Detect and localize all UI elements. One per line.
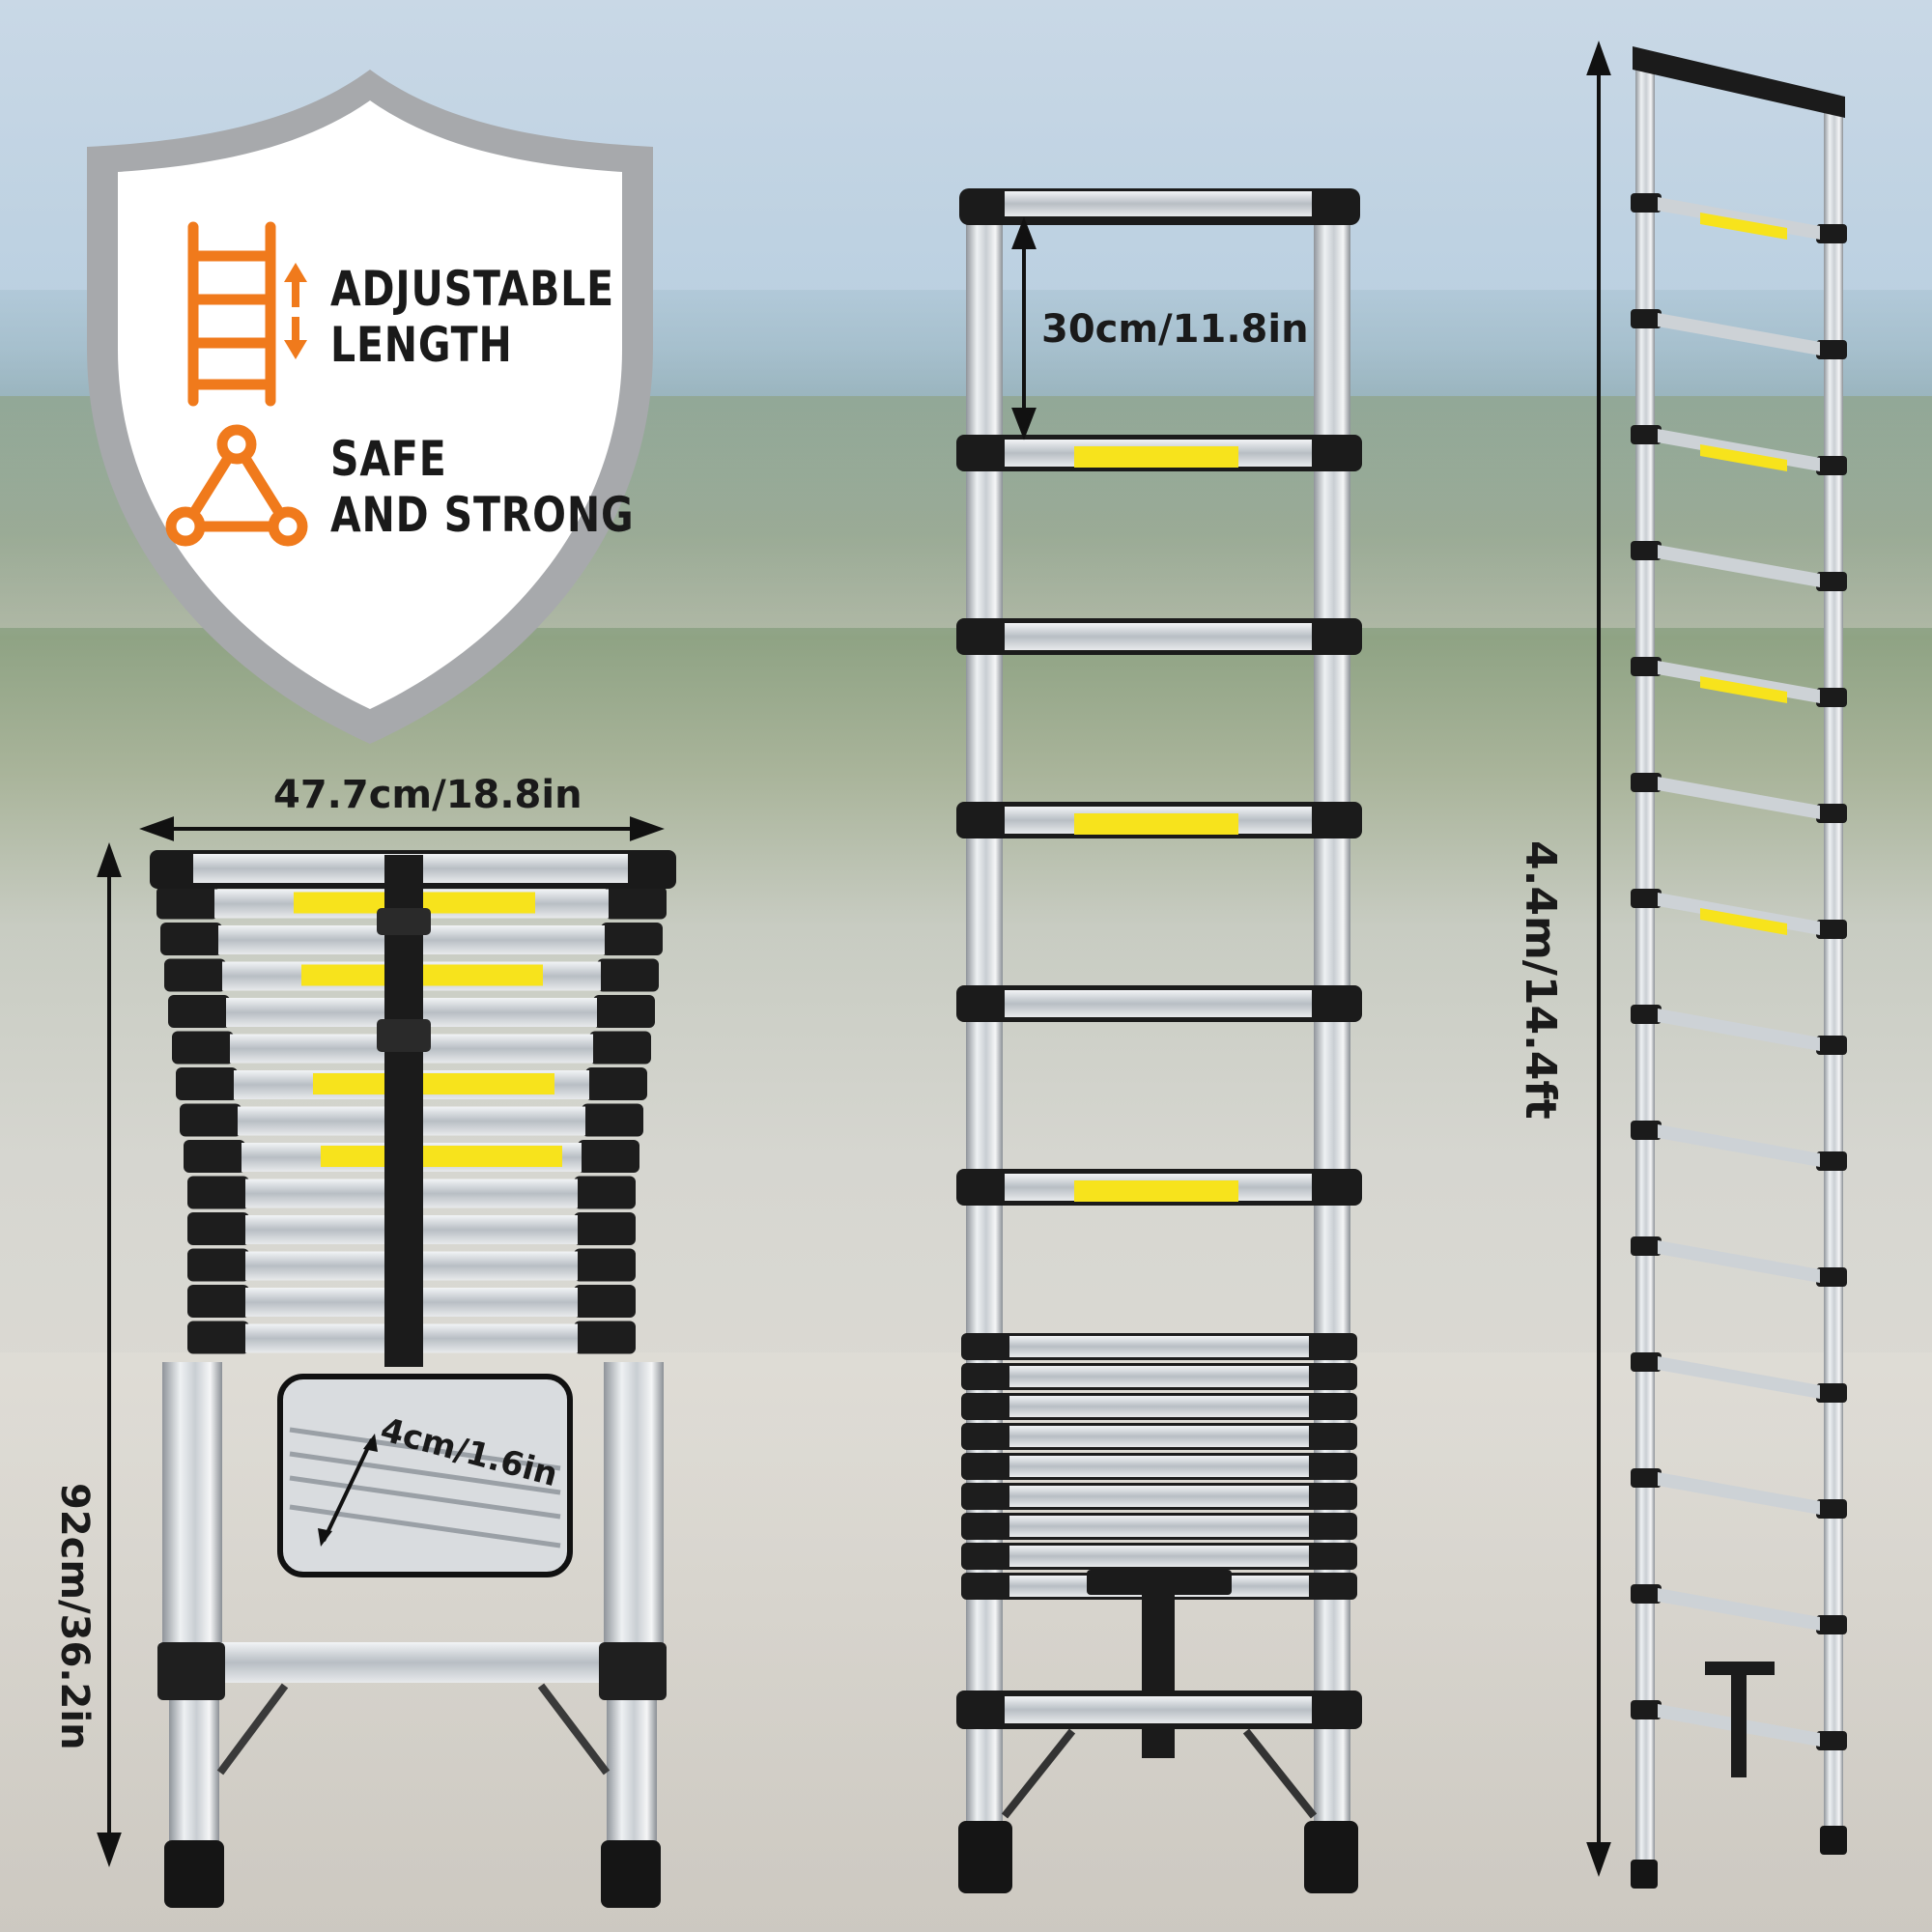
feature-line: ADJUSTABLE <box>330 261 614 317</box>
dim-rung-spacing-label: 30cm/11.8in <box>1041 307 1309 352</box>
dim-folded-height-label: 92cm/36.2in <box>52 1483 97 1750</box>
feature-line: AND STRONG <box>330 487 635 543</box>
background-floor <box>0 1352 1932 1932</box>
dim-extended-height-label: 4.4m/14.4ft <box>1516 840 1565 1120</box>
feature-line: LENGTH <box>330 317 513 373</box>
dim-width-label: 47.7cm/18.8in <box>273 773 582 817</box>
feature-safe-strong: SAFE AND STRONG <box>330 431 634 543</box>
feature-shield <box>75 58 665 753</box>
feature-adjustable-length: ADJUSTABLE LENGTH <box>330 261 614 373</box>
feature-line: SAFE <box>330 431 447 487</box>
